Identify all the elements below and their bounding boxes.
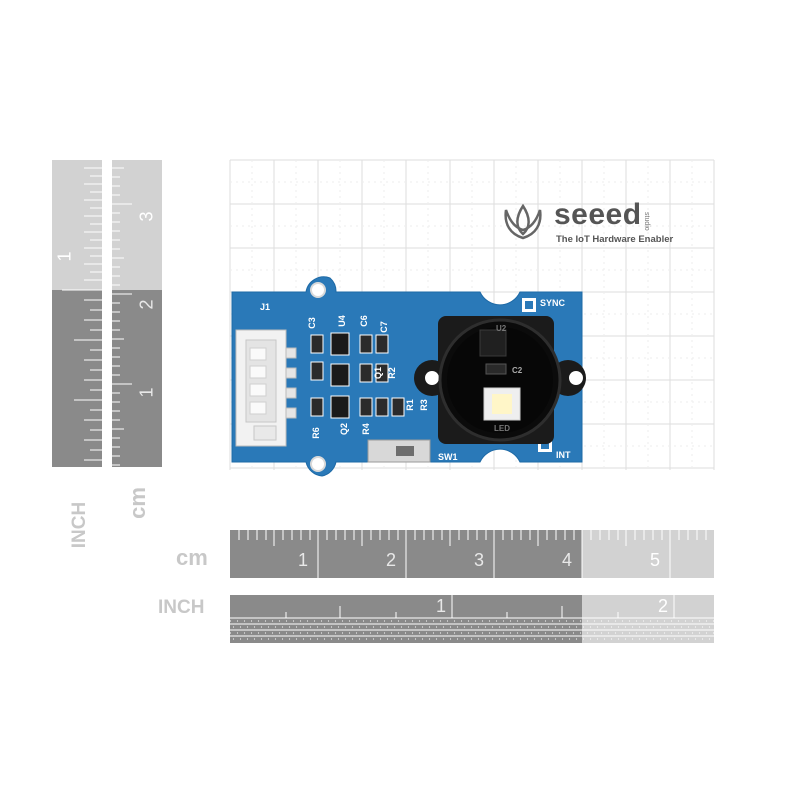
silk-q2: Q2	[339, 422, 350, 436]
silk-c6: C6	[358, 315, 369, 327]
cm-vtick-1: 1	[136, 387, 157, 398]
inch-label-horizontal: INCH	[158, 597, 205, 618]
cm-label-vertical: cm	[125, 487, 150, 519]
silk-r1: R1	[404, 399, 415, 411]
sw1-slide-switch	[367, 439, 431, 463]
silk-r6: R6	[310, 427, 321, 439]
silk-c7: C7	[378, 321, 389, 333]
lotus-logo-icon	[504, 204, 542, 240]
silk-r2: R2	[386, 367, 397, 379]
logo-tagline: The IoT Hardware Enabler	[556, 234, 674, 245]
cm-ruler-horizontal	[230, 530, 714, 578]
cm-ruler-vertical	[112, 160, 162, 467]
silk-led: LED	[494, 424, 510, 433]
silk-r3: R3	[418, 399, 429, 411]
silk-c3: C3	[306, 317, 317, 329]
j1-connector	[235, 329, 297, 447]
lens-holder	[414, 316, 586, 444]
silk-u2: U2	[496, 324, 507, 333]
cm-tick-3: 3	[474, 550, 485, 570]
grove-module-board	[231, 276, 586, 477]
inch-ruler-horizontal	[230, 595, 714, 643]
inch-ruler-vertical	[52, 160, 102, 467]
cm-label-horizontal: cm	[176, 545, 208, 570]
inch-label-vertical: INCH	[69, 501, 90, 549]
cm-tick-5: 5	[650, 550, 661, 570]
smd-components	[310, 332, 405, 419]
cm-vtick-2: 2	[136, 299, 157, 310]
silk-j1: J1	[260, 302, 271, 312]
silk-q1: Q1	[373, 366, 384, 380]
silk-int: INT	[556, 450, 571, 460]
inch-vtick-1: 1	[54, 251, 75, 262]
seeed-logo: seeed studio The IoT Hardware Enabler	[500, 198, 690, 248]
logo-brand: seeed	[554, 198, 642, 231]
logo-studio: studio	[643, 212, 650, 231]
silk-sync: SYNC	[540, 298, 566, 308]
silk-c2: C2	[512, 366, 523, 375]
cm-vtick-3: 3	[136, 211, 157, 222]
silk-u4: U4	[336, 315, 347, 327]
inch-tick-1: 1	[436, 596, 447, 616]
silk-sw1: SW1	[438, 452, 458, 462]
silk-r4: R4	[360, 423, 371, 435]
cm-tick-2: 2	[386, 550, 397, 570]
cm-tick-1: 1	[298, 550, 309, 570]
cm-tick-4: 4	[562, 550, 573, 570]
inch-tick-2: 2	[658, 596, 669, 616]
